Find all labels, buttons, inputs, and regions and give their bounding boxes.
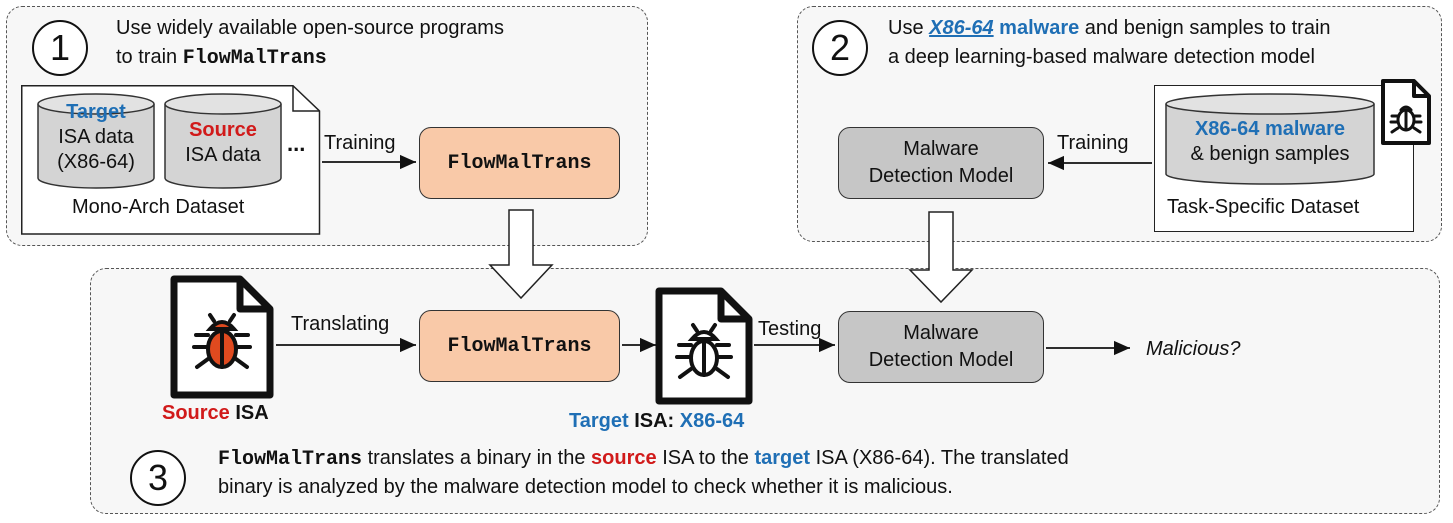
step-number-2: 2 [812,20,868,76]
panel3-description-line2: binary is analyzed by the malware detect… [218,476,953,498]
translating-label: Translating [291,313,390,335]
flowmaltrans-box-train: FlowMalTrans [419,127,620,199]
cylinder-x86-label: X86-64 malware & benign samples [1190,118,1350,165]
mono-arch-dataset-label: Mono-Arch Dataset [72,196,245,218]
ellipsis: ... [287,131,306,156]
task-specific-dataset-label: Task-Specific Dataset [1167,196,1360,218]
panel2-heading-line2: a deep learning-based malware detection … [888,46,1315,68]
training-label-2: Training [1057,132,1129,154]
testing-label: Testing [758,318,822,340]
cylinder-target-isa [37,93,155,189]
cylinder-x86-malware [1165,93,1375,185]
malicious-output-label: Malicious? [1146,338,1241,360]
hollow-down-arrow-2 [908,211,974,304]
cylinder-source-label: Source ISA data [185,119,261,166]
panel1-heading-line2: to train FlowMalTrans [116,46,327,70]
step-number-1: 1 [32,20,88,76]
panel1-heading-line1: Use widely available open-source program… [116,17,504,39]
cylinder-target-label: Target ISA data (X86-64) [57,101,135,173]
training-label-1: Training [324,132,396,154]
bug-file-icon [1381,79,1431,145]
malware-detection-model-box-train: Malware Detection Model [838,127,1044,199]
panel2-heading-line1: Use X86-64 malware and benign samples to… [888,17,1331,39]
panel3-description-line1: FlowMalTrans translates a binary in the … [218,447,1069,471]
step-number-3: 3 [130,450,186,506]
panel-3 [90,268,1440,514]
target-isa-label: Target ISA: X86-64 [569,410,745,432]
malware-detection-model-box-test: Malware Detection Model [838,311,1044,383]
flowmaltrans-box-translate: FlowMalTrans [419,310,620,382]
cylinder-source-isa [164,93,282,189]
hollow-down-arrow-1 [488,209,554,300]
source-isa-label: Source ISA [162,402,269,424]
source-bug-file-icon [170,275,274,399]
target-bug-file-icon [655,287,753,405]
